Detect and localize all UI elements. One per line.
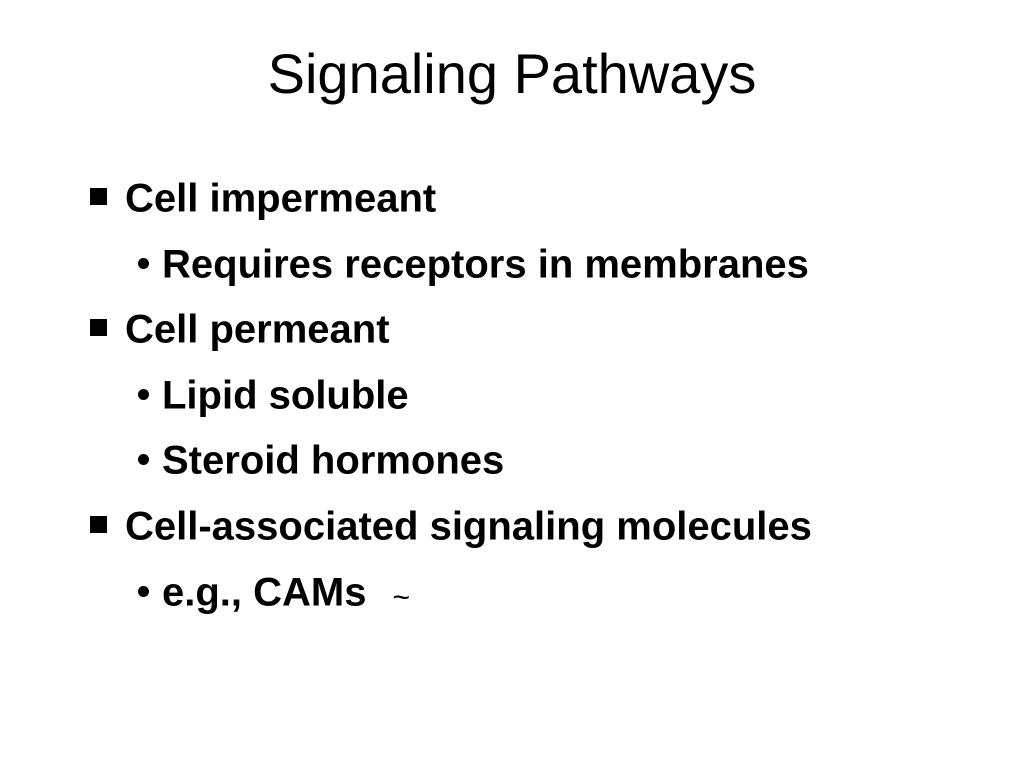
bullet-item: Cell impermeant: [90, 176, 436, 218]
sub-bullet-item: Requires receptors in membranes: [138, 242, 809, 284]
bullet-text: Cell impermeant: [125, 176, 437, 221]
bullet-item: Cell-associated signaling molecules: [90, 504, 812, 546]
bullet-text: Cell permeant: [125, 307, 390, 352]
dot-bullet-icon: [138, 257, 149, 269]
end-mark: ~: [392, 581, 411, 615]
sub-bullet-text: Requires receptors in membranes: [162, 242, 809, 287]
dot-bullet-icon: [138, 388, 149, 400]
sub-bullet-text: Steroid hormones: [162, 438, 505, 483]
dot-bullet-icon: [138, 453, 149, 465]
bullet-item: Cell permeant: [90, 307, 390, 349]
sub-bullet-text: e.g., CAMs: [162, 570, 367, 615]
square-bullet-icon: [90, 515, 107, 533]
square-bullet-icon: [90, 318, 107, 336]
sub-bullet-text: Lipid soluble: [162, 373, 409, 418]
sub-bullet-item: Steroid hormones: [138, 438, 504, 480]
square-bullet-icon: [90, 187, 107, 205]
sub-bullet-item: Lipid soluble: [138, 373, 409, 415]
sub-bullet-item: e.g., CAMs ~: [138, 570, 410, 614]
slide-title: Signaling Pathways: [267, 42, 757, 105]
bullet-text: Cell-associated signaling molecules: [125, 504, 812, 549]
dot-bullet-icon: [138, 585, 149, 597]
